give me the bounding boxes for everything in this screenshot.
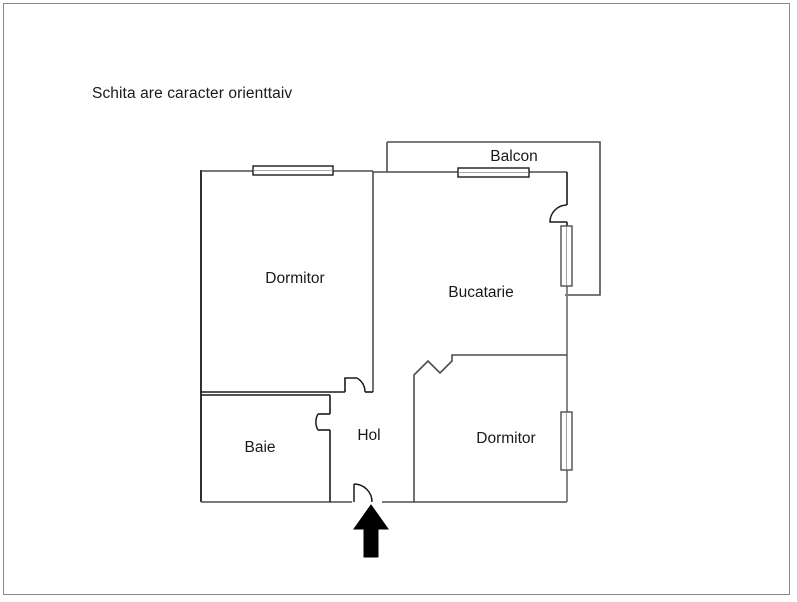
entrance-arrow (353, 504, 389, 558)
door-entrance (353, 483, 373, 503)
door-hol-dormitor (356, 377, 366, 393)
room-label-dormitor-bottom-right: Dormitor (476, 430, 535, 447)
room-label-bucatarie: Bucatarie (448, 284, 513, 301)
apartment-outer-walls (200, 170, 568, 503)
door-baie (315, 413, 319, 431)
balcon-outline (386, 141, 601, 296)
windows-group (252, 165, 573, 471)
interior-walls (201, 171, 567, 502)
room-label-hol: Hol (357, 427, 380, 444)
doors-group (315, 204, 568, 503)
page-title: Schita are caracter orienttaiv (92, 85, 293, 102)
room-label-baie: Baie (244, 439, 275, 456)
room-label-balcon: Balcon (490, 148, 537, 165)
room-label-dormitor-top-left: Dormitor (265, 270, 324, 287)
door-balcon (549, 204, 568, 223)
page-border (3, 3, 790, 595)
